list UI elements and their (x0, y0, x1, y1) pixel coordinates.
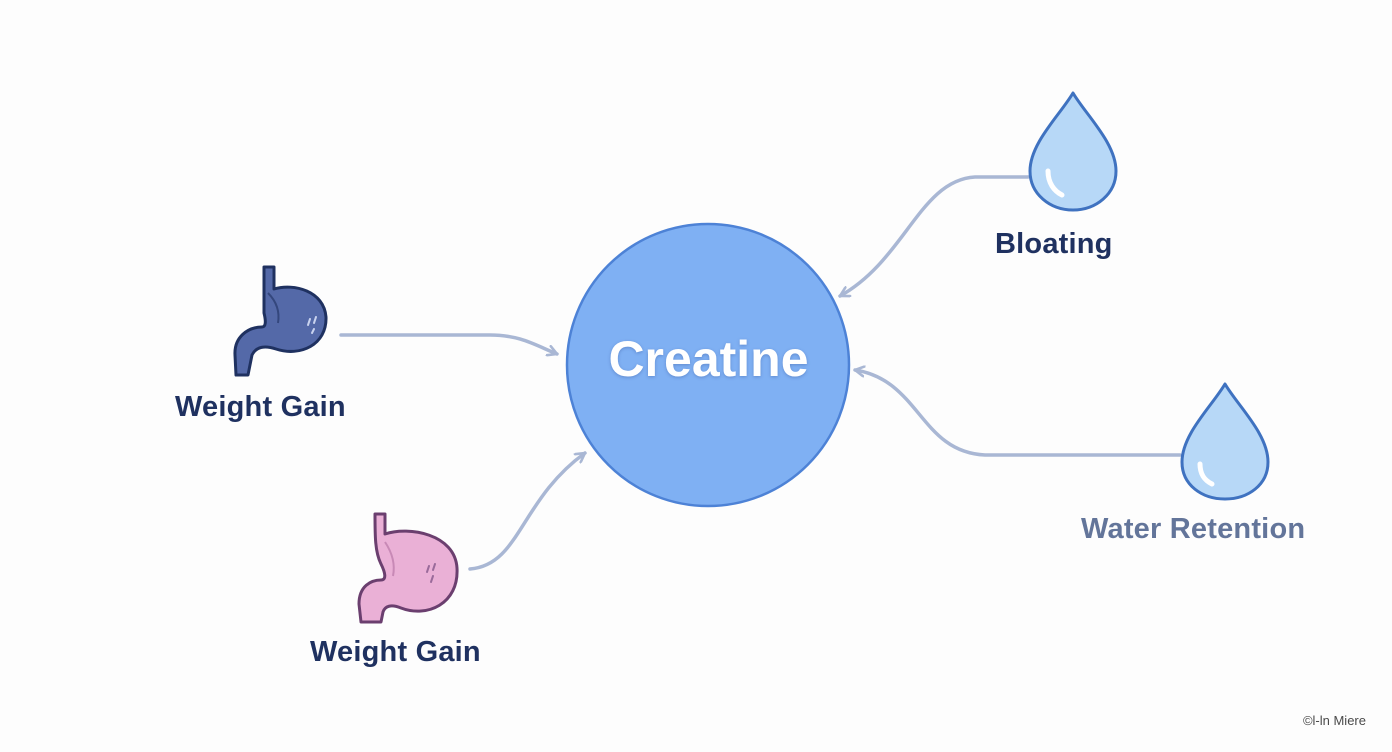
bloating-label: Bloating (995, 228, 1113, 260)
weight-gain-top-label: Weight Gain (175, 391, 346, 423)
weight-gain-bottom-label: Weight Gain (310, 636, 481, 668)
water-drop-icon (1180, 382, 1270, 501)
arrow-bloating-to-creatine (838, 175, 1030, 298)
arrow-weight-gain-bottom-to-creatine (468, 451, 587, 571)
water-drop-icon (1028, 91, 1118, 212)
arrow-weight-gain-top-to-creatine (339, 333, 559, 354)
stomach-icon (233, 265, 328, 377)
stomach-icon (357, 512, 459, 624)
watermark: ©l-ln Miere (1302, 713, 1366, 728)
arrow-water-retention-to-creatine (853, 370, 1182, 457)
creatine-label: Creatine (608, 331, 809, 387)
water-retention-label: Water Retention (1081, 513, 1306, 545)
creatine-node (565, 222, 851, 508)
